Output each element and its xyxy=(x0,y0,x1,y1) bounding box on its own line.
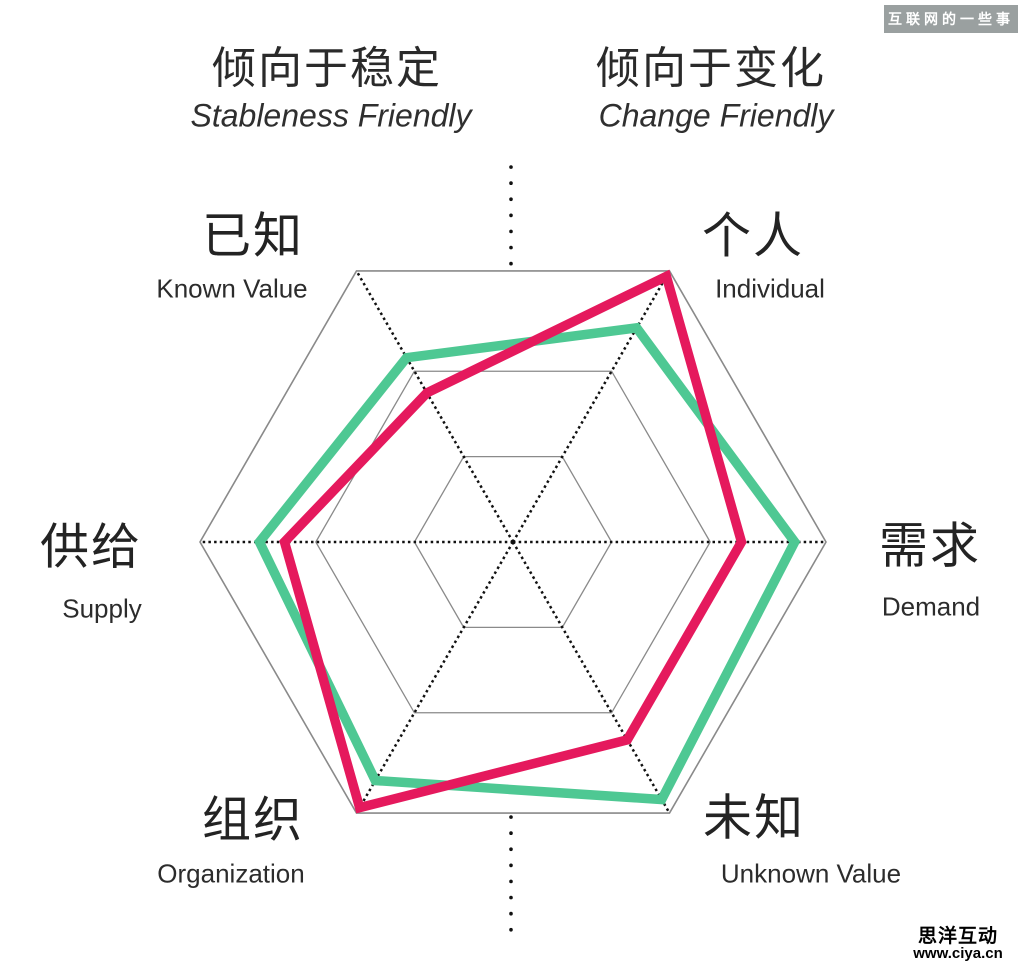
brand-watermark-url: www.ciya.cn xyxy=(913,945,1003,962)
header-change-en: Change Friendly xyxy=(598,97,834,134)
axis-label-supply-zh: 供给 xyxy=(39,520,143,575)
axis-line-known_value xyxy=(355,270,515,543)
axis-line-individual xyxy=(511,270,671,543)
axis-label-known-en: Known Value xyxy=(156,273,308,304)
series-pink-polygon xyxy=(279,269,747,814)
header-change-zh: 倾向于变化 xyxy=(596,44,826,93)
brand-watermark: 思洋互动 www.ciya.cn xyxy=(913,927,1002,961)
axis-label-organization-en: Organization xyxy=(157,858,305,889)
axis-label-individual-en: Individual xyxy=(715,273,825,304)
axis-label-organization-zh: 组织 xyxy=(201,793,305,848)
grid-ring-2 xyxy=(315,370,711,714)
series-green-polygon xyxy=(253,322,801,805)
header-stableness-en: Stableness Friendly xyxy=(190,97,472,134)
axis-line-unknown_value xyxy=(511,541,671,814)
axis-label-known-zh: 已知 xyxy=(201,209,305,264)
axis-label-individual-zh: 个人 xyxy=(701,209,805,264)
axis-label-demand-en: Demand xyxy=(881,591,981,622)
axis-line-organization xyxy=(355,541,515,814)
axis-label-demand-zh: 需求 xyxy=(878,519,982,574)
axis-label-unknown-zh: 未知 xyxy=(702,791,806,846)
site-banner: 互联网的一些事 xyxy=(884,5,1018,33)
axis-label-unknown-en: Unknown Value xyxy=(720,858,902,889)
axis-label-supply-en: Supply xyxy=(62,593,142,624)
brand-watermark-name: 思洋互动 xyxy=(917,926,999,947)
header-stableness-zh: 倾向于稳定 xyxy=(212,44,442,93)
